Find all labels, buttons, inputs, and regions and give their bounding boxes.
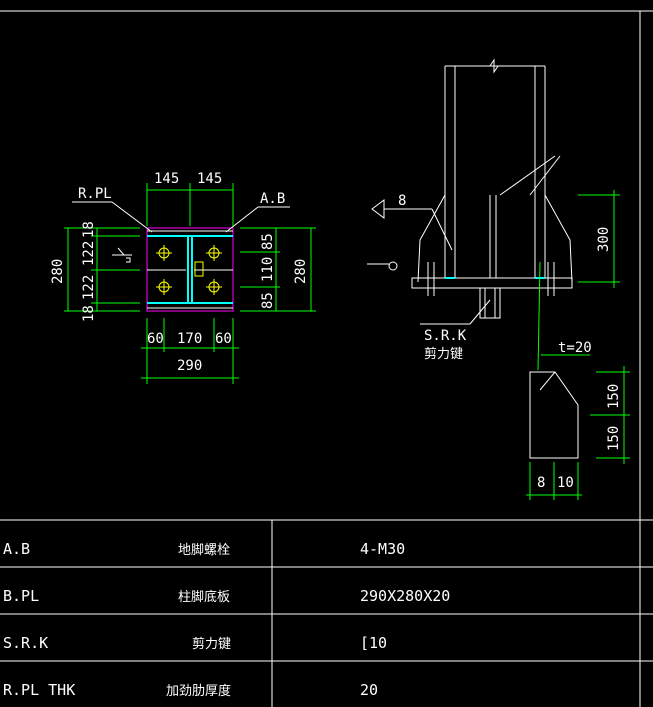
right-dim-3: 85 bbox=[260, 292, 276, 309]
bolt-icon bbox=[156, 245, 172, 261]
bottom-dim-3: 60 bbox=[215, 331, 232, 347]
row-spec: [10 bbox=[360, 634, 387, 652]
left-dim-1: 18 bbox=[81, 221, 97, 238]
stiffener-height-dim: 300 bbox=[596, 227, 612, 252]
elevation-color-marks bbox=[445, 261, 545, 371]
leader-ab-label: A.B bbox=[260, 191, 285, 207]
row-code: B.PL bbox=[3, 587, 39, 605]
stiffener-height-2: 150 bbox=[606, 426, 622, 451]
weld-arrow-icon bbox=[371, 199, 394, 219]
table-row: B.PL 柱脚底板 290X280X20 bbox=[3, 587, 450, 605]
anchor-bolts bbox=[156, 245, 222, 295]
bottom-dim-2: 170 bbox=[177, 331, 202, 347]
top-dimension-lines bbox=[146, 183, 234, 226]
row-code: R.PL THK bbox=[3, 681, 75, 699]
stiffener-width-1: 8 bbox=[537, 475, 545, 491]
top-dim-2: 145 bbox=[197, 171, 222, 187]
row-name: 地脚螺栓 bbox=[178, 542, 230, 558]
row-spec: 20 bbox=[360, 681, 378, 699]
weld-mark-icon bbox=[112, 247, 132, 263]
elevation-view: 8 300 S.R.K 剪力键 bbox=[367, 58, 620, 371]
left-dimension-lines bbox=[64, 227, 140, 312]
left-dim-2: 122 bbox=[81, 241, 97, 266]
table-row: S.R.K 剪力键 [10 bbox=[3, 634, 387, 652]
top-dim-1: 145 bbox=[154, 171, 179, 187]
right-dim-1: 85 bbox=[260, 233, 276, 250]
material-table: A.B 地脚螺栓 4-M30 B.PL 柱脚底板 290X280X20 S.R.… bbox=[0, 520, 653, 707]
row-code: S.R.K bbox=[3, 634, 48, 652]
bolt-icon bbox=[206, 279, 222, 295]
table-row: A.B 地脚螺栓 4-M30 bbox=[3, 540, 405, 558]
column-elevation bbox=[367, 58, 573, 325]
stiffener-height-dim-lines bbox=[578, 190, 620, 288]
bottom-dim-1: 60 bbox=[147, 331, 164, 347]
row-name: 剪力键 bbox=[192, 636, 231, 652]
weld-size-label: 8 bbox=[398, 193, 406, 209]
left-dim-3: 122 bbox=[81, 275, 97, 300]
bolt-icon bbox=[206, 245, 222, 261]
table-grid bbox=[0, 520, 653, 707]
bottom-dimension-lines bbox=[141, 318, 239, 384]
row-name: 柱脚底板 bbox=[178, 589, 230, 605]
plan-view: R.PL A.B 145 145 280 18 122 122 18 bbox=[50, 171, 316, 384]
bottom-total-dim: 290 bbox=[177, 358, 202, 374]
stiffener-detail: t=20 150 150 8 10 bbox=[526, 340, 630, 500]
bolt-icon bbox=[156, 279, 172, 295]
right-total-dim: 280 bbox=[293, 259, 309, 284]
row-spec: 290X280X20 bbox=[360, 587, 450, 605]
row-name: 加劲肋厚度 bbox=[166, 683, 231, 699]
stiffener-plate-outline bbox=[529, 371, 579, 459]
leader-rpl-label: R.PL bbox=[78, 186, 112, 202]
shear-key-cn: 剪力键 bbox=[424, 346, 463, 362]
left-dim-4: 18 bbox=[81, 305, 97, 322]
column-section bbox=[147, 235, 233, 304]
stiffener-width-2: 10 bbox=[557, 475, 574, 491]
right-dim-2: 110 bbox=[260, 257, 276, 282]
left-total-dim: 280 bbox=[50, 259, 66, 284]
stiffener-height-1: 150 bbox=[606, 384, 622, 409]
row-code: A.B bbox=[3, 540, 30, 558]
rib-plates bbox=[147, 230, 233, 309]
plan-leaders bbox=[72, 201, 290, 233]
table-row: R.PL THK 加劲肋厚度 20 bbox=[3, 681, 378, 699]
row-spec: 4-M30 bbox=[360, 540, 405, 558]
right-dimension-lines bbox=[240, 227, 316, 312]
shear-key-code: S.R.K bbox=[424, 328, 467, 344]
drawing-frame bbox=[0, 10, 653, 707]
stiffener-detail-dims bbox=[526, 354, 630, 500]
stiffener-thickness-label: t=20 bbox=[558, 340, 592, 356]
